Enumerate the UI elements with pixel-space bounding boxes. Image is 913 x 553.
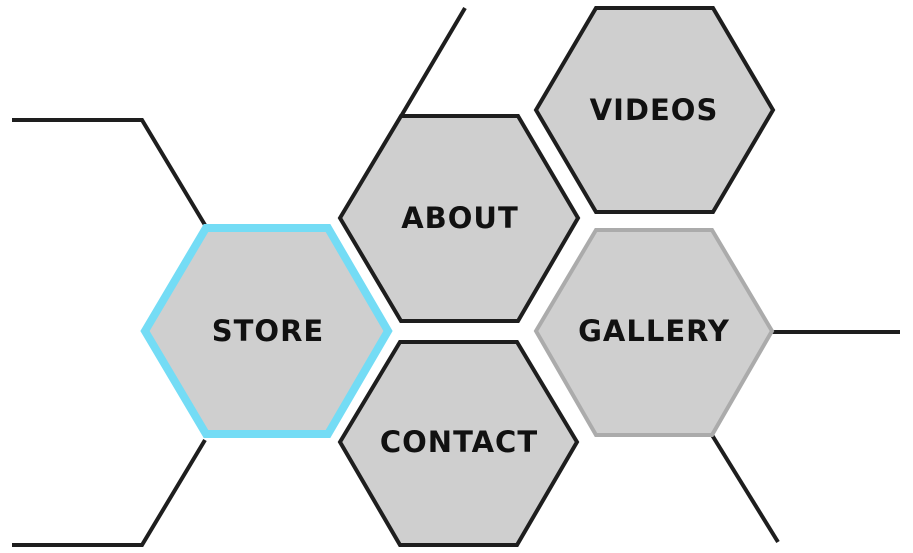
videos-label: VIDEOS (590, 93, 719, 127)
gallery-label: GALLERY (578, 314, 730, 348)
hex-about[interactable] (337, 114, 581, 323)
connector-lines (12, 6, 900, 547)
connector-line-top-left (12, 118, 207, 227)
connector-line-bottom-right (710, 433, 780, 544)
hex-store[interactable] (140, 224, 393, 438)
menu-item-contact[interactable]: CONTACT (337, 340, 580, 547)
hex-contact[interactable] (337, 340, 580, 547)
menu-item-store[interactable]: STORE (140, 224, 393, 438)
about-label: ABOUT (401, 201, 519, 235)
hex-gallery[interactable] (533, 228, 775, 437)
store-label: STORE (212, 314, 324, 348)
contact-label: CONTACT (380, 425, 538, 459)
hex-videos[interactable] (533, 6, 776, 214)
menu-item-videos[interactable]: VIDEOS (533, 6, 776, 214)
menu-item-about[interactable]: ABOUT (337, 114, 581, 323)
connector-line-bottom-left (12, 438, 207, 547)
menu-item-gallery[interactable]: GALLERY (533, 228, 775, 437)
connector-line-top (398, 6, 467, 120)
